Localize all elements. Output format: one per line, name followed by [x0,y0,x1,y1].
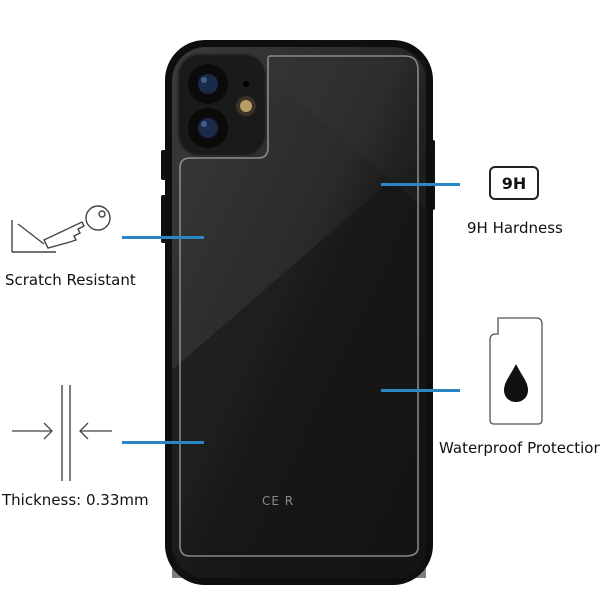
hardness-badge: 9H [489,166,539,200]
hardness-label: 9H Hardness [467,219,563,237]
scratch-label: Scratch Resistant [5,271,136,289]
reflection [172,150,426,578]
regulatory-marking: CE R [262,494,295,508]
microphone-icon [243,81,249,87]
callout-line-hardness [381,183,460,186]
thickness-label: Thickness: 0.33mm [2,491,149,509]
protector-outline [179,55,419,557]
callout-line-scratch [122,236,204,239]
key-icon [11,205,111,253]
water-drop-icon [489,317,543,425]
reflection [250,60,426,210]
waterproof-label: Waterproof Protection [439,439,600,457]
callout-line-thickness [122,441,204,444]
callout-line-waterproof [381,389,460,392]
arrows-icon [12,385,112,481]
